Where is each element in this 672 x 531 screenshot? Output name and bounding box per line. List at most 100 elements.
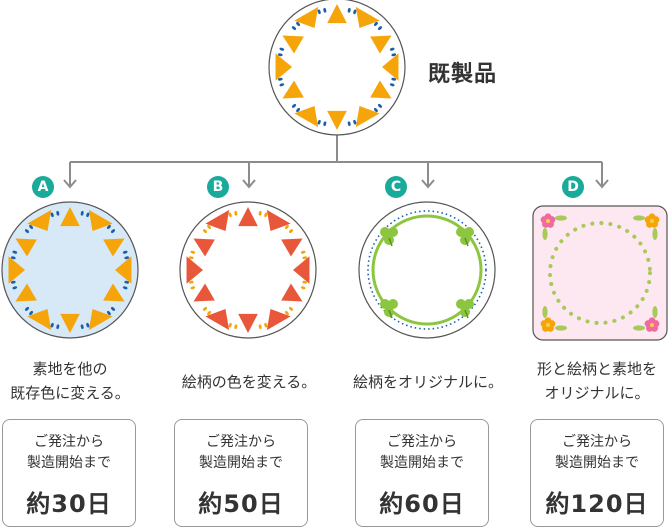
- plate-accent-dot: [188, 280, 194, 284]
- leaf-icon: [652, 306, 658, 318]
- plate-triangle-motif: [382, 53, 399, 81]
- plate-accent-dot: [377, 26, 383, 31]
- lead-time-period-b: 約50日: [198, 490, 284, 518]
- plate-accent-dot: [80, 210, 84, 216]
- plate-accent-dot: [106, 310, 111, 316]
- plate-accent-dot: [296, 21, 301, 27]
- plate-accent-dot: [288, 306, 294, 311]
- plate-accent-dot: [377, 103, 383, 108]
- leaf-icon: [633, 215, 645, 221]
- plate-accent-dot: [110, 306, 116, 311]
- plate-accent-dot: [86, 322, 90, 328]
- plate-triangle-motif: [103, 238, 125, 257]
- lead-time-period-d: 約120日: [545, 490, 649, 518]
- clover-icon: [380, 299, 398, 319]
- plate-accent-dot: [10, 280, 16, 284]
- plate-accent-dot: [323, 7, 327, 13]
- flower-icon: [644, 213, 660, 228]
- lead-time-label-b: ご発注から 製造開始まで: [199, 434, 283, 471]
- plate-accent-dot: [277, 53, 283, 57]
- plate-accent-dot: [391, 53, 397, 57]
- plate-existing: [268, 0, 406, 136]
- plate-a: [1, 201, 139, 339]
- plate-triangle-motif: [370, 80, 392, 99]
- plate-triangle-motif: [238, 207, 258, 227]
- clover-icon: [456, 299, 474, 319]
- plate-accent-dot: [258, 324, 262, 330]
- lead-time-period-a: 約30日: [26, 490, 112, 518]
- lead-time-box-a: ご発注から 製造開始まで 約30日: [2, 419, 136, 527]
- badge-a: A: [32, 176, 54, 198]
- lead-time-period-c: 約60日: [379, 490, 465, 518]
- plate-accent-dot: [207, 224, 212, 230]
- plate-triangle-motif: [327, 4, 347, 24]
- plate-accent-dot: [284, 224, 289, 230]
- description-a: 素地を他の 既存色に変える。: [10, 360, 130, 402]
- plate-accent-dot: [12, 286, 18, 290]
- plate-triangle-motif: [115, 256, 132, 284]
- plate-accent-dot: [279, 47, 285, 51]
- plate-accent-dot: [258, 210, 262, 216]
- plate-triangle-motif: [205, 308, 230, 331]
- plate-accent-dot: [264, 322, 268, 328]
- plate-triangle-motif: [282, 35, 304, 54]
- plate-accent-dot: [317, 119, 321, 125]
- plate-accent-dot: [347, 121, 351, 127]
- flower-icon: [540, 213, 556, 228]
- leaf-icon: [555, 325, 567, 331]
- plate-accent-dot: [24, 306, 30, 311]
- plate-accent-dot: [373, 107, 378, 113]
- plate-accent-dot: [10, 256, 16, 260]
- plate-accent-dot: [373, 21, 378, 27]
- plate-triangle-motif: [193, 283, 215, 302]
- description-c: 絵柄をオリジナルに。: [352, 373, 503, 391]
- plate-triangle-motif: [355, 105, 380, 128]
- plate-accent-dot: [300, 286, 306, 290]
- plate-triangle-motif: [294, 105, 319, 128]
- plate-triangle-motif: [282, 80, 304, 99]
- plate-accent-dot: [207, 310, 212, 316]
- plate-accent-dot: [389, 83, 395, 87]
- plate-accent-dot: [228, 212, 232, 218]
- lead-time-label-c: ご発注から 製造開始まで: [380, 434, 464, 471]
- plate-accent-dot: [279, 83, 285, 87]
- plate-accent-dot: [347, 7, 351, 13]
- plate-triangle-motif: [8, 256, 25, 284]
- plate-triangle-motif: [27, 209, 52, 232]
- plate-accent-dot: [190, 286, 196, 290]
- plate-accent-dot: [122, 250, 128, 254]
- existing-product-title: 既製品: [428, 62, 498, 87]
- plate-accent-dot: [56, 324, 60, 330]
- plate-accent-dot: [323, 121, 327, 127]
- leaf-icon: [633, 325, 645, 331]
- plate-accent-dot: [202, 306, 208, 311]
- description-d: 形と絵柄と素地を オリジナルに。: [536, 360, 657, 402]
- description-b: 絵柄の色を変える。: [181, 373, 317, 391]
- plate-accent-dot: [188, 256, 194, 260]
- tree-connectors: [63, 131, 609, 189]
- plate-accent-dot: [264, 212, 268, 218]
- plate-accent-dot: [228, 322, 232, 328]
- plate-d: [532, 205, 668, 341]
- plate-triangle-motif: [293, 256, 310, 284]
- plate-accent-dot: [80, 324, 84, 330]
- plate-accent-dot: [234, 210, 238, 216]
- plate-accent-dot: [234, 324, 238, 330]
- plate-accent-dot: [86, 212, 90, 218]
- plate-triangle-motif: [238, 313, 258, 333]
- lead-time-box-b: ご発注から 製造開始まで 約50日: [174, 419, 308, 527]
- plate-accent-dot: [317, 9, 321, 15]
- plate-triangle-motif: [266, 209, 291, 232]
- plate-c: [358, 201, 496, 339]
- plate-accent-dot: [50, 322, 54, 328]
- plate-accent-dot: [296, 107, 301, 113]
- plate-accent-dot: [29, 224, 34, 230]
- flower-icon: [644, 317, 660, 332]
- plate-triangle-motif: [370, 35, 392, 54]
- clover-icon: [380, 227, 398, 247]
- leaf-icon: [555, 215, 567, 221]
- plate-accent-dot: [302, 256, 308, 260]
- leaf-icon: [542, 306, 548, 318]
- leaf-icon: [542, 228, 548, 240]
- badge-c: C: [385, 176, 407, 198]
